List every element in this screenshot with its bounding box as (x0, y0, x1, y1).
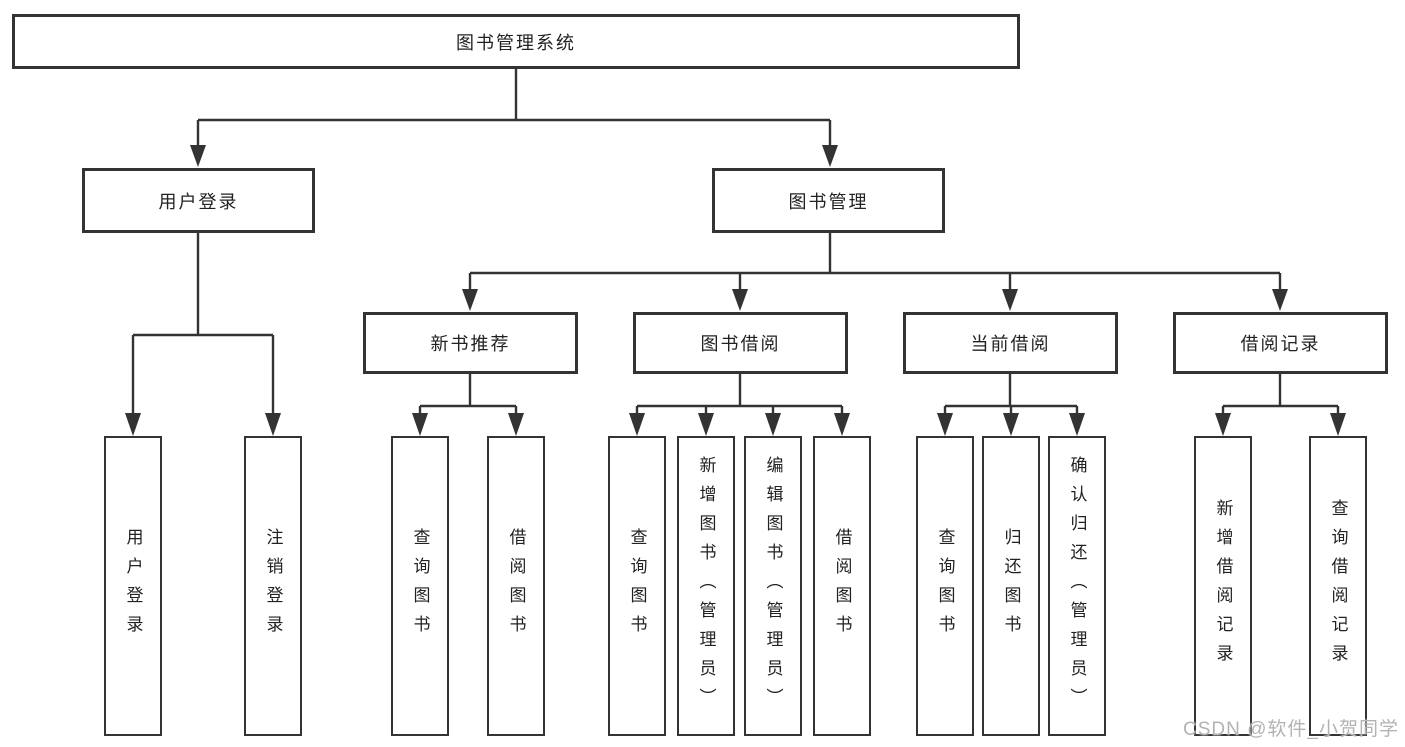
leaf-query-borrow-record: 查询借阅记录 (1309, 436, 1367, 736)
leaf-add-borrow-record: 新增借阅记录 (1194, 436, 1252, 736)
connector-new-rec-branch (418, 373, 518, 417)
node-borrow-records: 借阅记录 (1173, 312, 1388, 374)
leaf-return-books: 归还图书 (982, 436, 1040, 736)
connector-user-login-branch (131, 232, 275, 417)
node-book-borrow: 图书借阅 (633, 312, 848, 374)
node-current-borrow: 当前借阅 (903, 312, 1118, 374)
connector-book-borrow-branch (635, 373, 844, 417)
node-user-login: 用户登录 (82, 168, 315, 233)
leaf-query-books-current: 查询图书 (916, 436, 974, 736)
node-book-management: 图书管理 (712, 168, 945, 233)
connector-current-borrow-branch (943, 373, 1079, 417)
leaf-confirm-return-admin: 确认归还（管理员） (1048, 436, 1106, 736)
csdn-watermark: CSDN @软件_小贺同学 (1183, 719, 1399, 740)
connector-book-mgmt-branch (468, 232, 1282, 292)
leaf-borrow-books-borrow: 借阅图书 (813, 436, 871, 736)
leaf-user-login: 用户登录 (104, 436, 162, 736)
leaf-query-books-borrow: 查询图书 (608, 436, 666, 736)
arrowheads (125, 145, 1346, 436)
connector-borrow-records-branch (1221, 373, 1340, 417)
leaf-edit-book-admin: 编辑图书（管理员） (744, 436, 802, 736)
connector-root-to-level2 (196, 68, 832, 148)
leaf-borrow-books-newrec: 借阅图书 (487, 436, 545, 736)
node-new-book-recommend: 新书推荐 (363, 312, 578, 374)
leaf-logout: 注销登录 (244, 436, 302, 736)
leaf-query-books-newrec: 查询图书 (391, 436, 449, 736)
node-root-system: 图书管理系统 (12, 14, 1020, 69)
leaf-add-book-admin: 新增图书（管理员） (677, 436, 735, 736)
